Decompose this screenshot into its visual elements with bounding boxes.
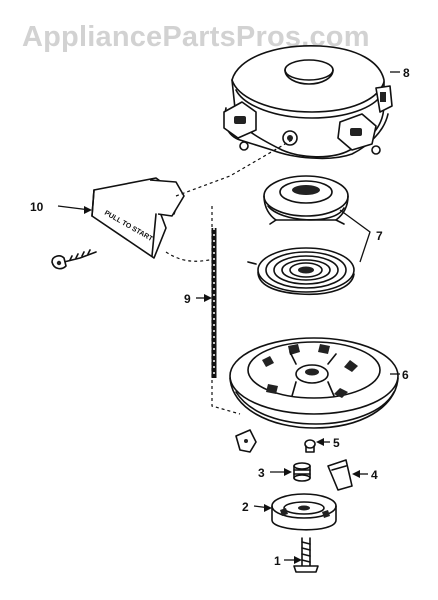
spring-retainer	[263, 175, 349, 225]
rewind-housing	[223, 45, 393, 160]
callout-7: 7	[376, 229, 383, 243]
handle-screw	[51, 249, 97, 270]
callout-1: 1	[274, 554, 281, 568]
callout-5: 5	[333, 436, 340, 450]
callout-10: 10	[30, 200, 44, 214]
shoulder-screw	[293, 537, 319, 573]
pawl	[235, 429, 257, 453]
callout-3: 3	[258, 466, 265, 480]
pulley	[229, 337, 399, 429]
pin-5	[304, 439, 316, 453]
starter-rope	[165, 139, 293, 415]
callout-8: 8	[403, 66, 410, 80]
retainer-cup	[271, 493, 337, 531]
callout-4: 4	[371, 468, 378, 482]
brake-spring	[327, 459, 353, 491]
callout-6: 6	[402, 368, 409, 382]
spring-3	[293, 462, 311, 482]
starter-handle: PULL TO START	[91, 177, 185, 259]
callout-2: 2	[242, 500, 249, 514]
callout-9: 9	[184, 292, 191, 306]
rewind-spring	[247, 247, 355, 296]
